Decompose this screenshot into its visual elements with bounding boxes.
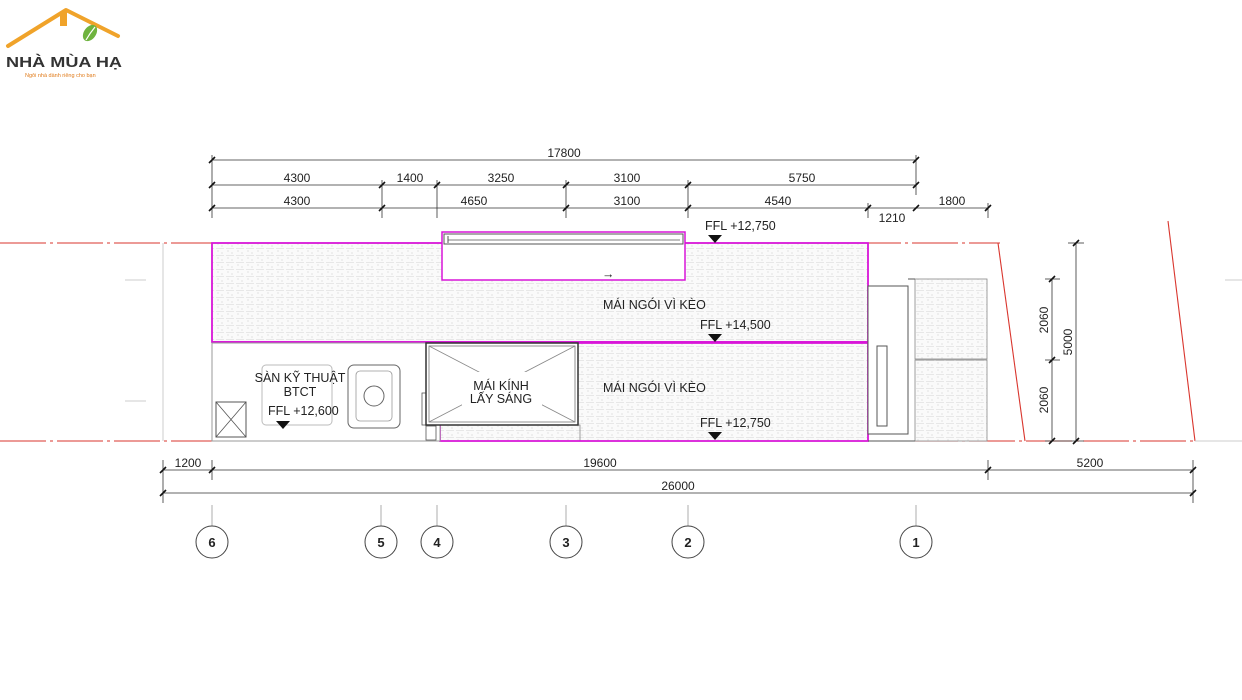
dim-overall-top: 17800 (547, 146, 581, 160)
dim-top-2-2: 4650 (461, 194, 488, 208)
level-marker-ridge (708, 334, 722, 342)
house-roof-icon (6, 8, 120, 48)
brand-slogan: Ngôi nhà dành riêng cho bạn (25, 73, 96, 79)
skylight-label-1: MÁI KÍNH (473, 378, 529, 393)
skylight-label-2: LẤY SÁNG (470, 391, 532, 406)
dim-top-1-4: 3100 (614, 171, 641, 185)
ffl-top-label: FFL +12,750 (705, 219, 776, 233)
equipment-circle (363, 385, 385, 407)
leaf-icon (82, 24, 98, 42)
brand-name: NHÀ MÙA HẠ (6, 53, 122, 71)
dim-top-1-1: 4300 (284, 171, 311, 185)
axis-label-5: 5 (377, 535, 384, 550)
dim-bottom-1-1: 1200 (175, 456, 202, 470)
dim-top-2-5: 1210 (879, 211, 906, 225)
roof-lower-label: MÁI NGÓI VÌ KÈO (603, 380, 706, 395)
top-dimension-lines (211, 155, 989, 218)
axis-label-4: 4 (433, 535, 441, 550)
level-marker-top (708, 235, 722, 243)
dim-bottom-1-2: 19600 (583, 456, 617, 470)
axis-label-6: 6 (208, 535, 215, 550)
tech-floor-label-2: BTCT (284, 385, 317, 399)
axis-label-2: 2 (684, 535, 691, 550)
ffl-tech-label: FFL +12,600 (268, 404, 339, 418)
axis-label-1: 1 (912, 535, 919, 550)
top-skylight-strip: → (441, 231, 686, 281)
dim-top-2-3: 3100 (614, 194, 641, 208)
top-dimension-ticks (208, 156, 992, 212)
right-dimension-ticks (1048, 239, 1080, 445)
dim-right-overall: 5000 (1061, 328, 1075, 355)
dim-bottom-overall: 26000 (661, 479, 695, 493)
roof-tile-areas (211, 242, 988, 442)
axis-bubble-2 (671, 525, 705, 559)
bottom-dimension-ticks (159, 466, 1197, 497)
axis-bubble-1 (899, 525, 933, 559)
technical-floor (211, 342, 441, 442)
dim-top-1-5: 5750 (789, 171, 816, 185)
level-marker-tech (276, 421, 290, 429)
dim-top-1-3: 3250 (488, 171, 515, 185)
dim-right-2: 2060 (1037, 386, 1051, 413)
dim-bottom-1-3: 5200 (1077, 456, 1104, 470)
dim-top-2-4: 4540 (765, 194, 792, 208)
axis-bubble-3 (549, 525, 583, 559)
dim-right-1: 2060 (1037, 306, 1051, 333)
axis-extension-lines (125, 243, 1242, 442)
level-markers (276, 235, 722, 440)
ffl-bottom-label: FFL +12,750 (700, 416, 771, 430)
glass-skylight (425, 342, 579, 426)
dim-top-2-6: 1800 (939, 194, 966, 208)
level-marker-bottom (708, 432, 722, 440)
dim-top-2-1: 4300 (284, 194, 311, 208)
bottom-dimension-lines (162, 460, 1194, 503)
flow-arrow: → (602, 267, 615, 281)
roof-upper-label: MÁI NGÓI VÌ KÈO (603, 297, 706, 312)
dim-top-1-2: 1400 (397, 171, 424, 185)
axis-bubble-6 (195, 525, 229, 559)
grid-axes: 6 5 4 3 2 1 (195, 505, 933, 559)
axis-label-3: 3 (562, 535, 569, 550)
right-structures (867, 278, 915, 442)
tech-floor-label-1: SÀN KỸ THUẬT (255, 370, 346, 385)
ffl-ridge-label: FFL +14,500 (700, 318, 771, 332)
axis-bubble-4 (420, 525, 454, 559)
axis-bubble-5 (364, 525, 398, 559)
company-logo: NHÀ MÙA HẠ Ngôi nhà dành riêng cho bạn (6, 8, 122, 79)
